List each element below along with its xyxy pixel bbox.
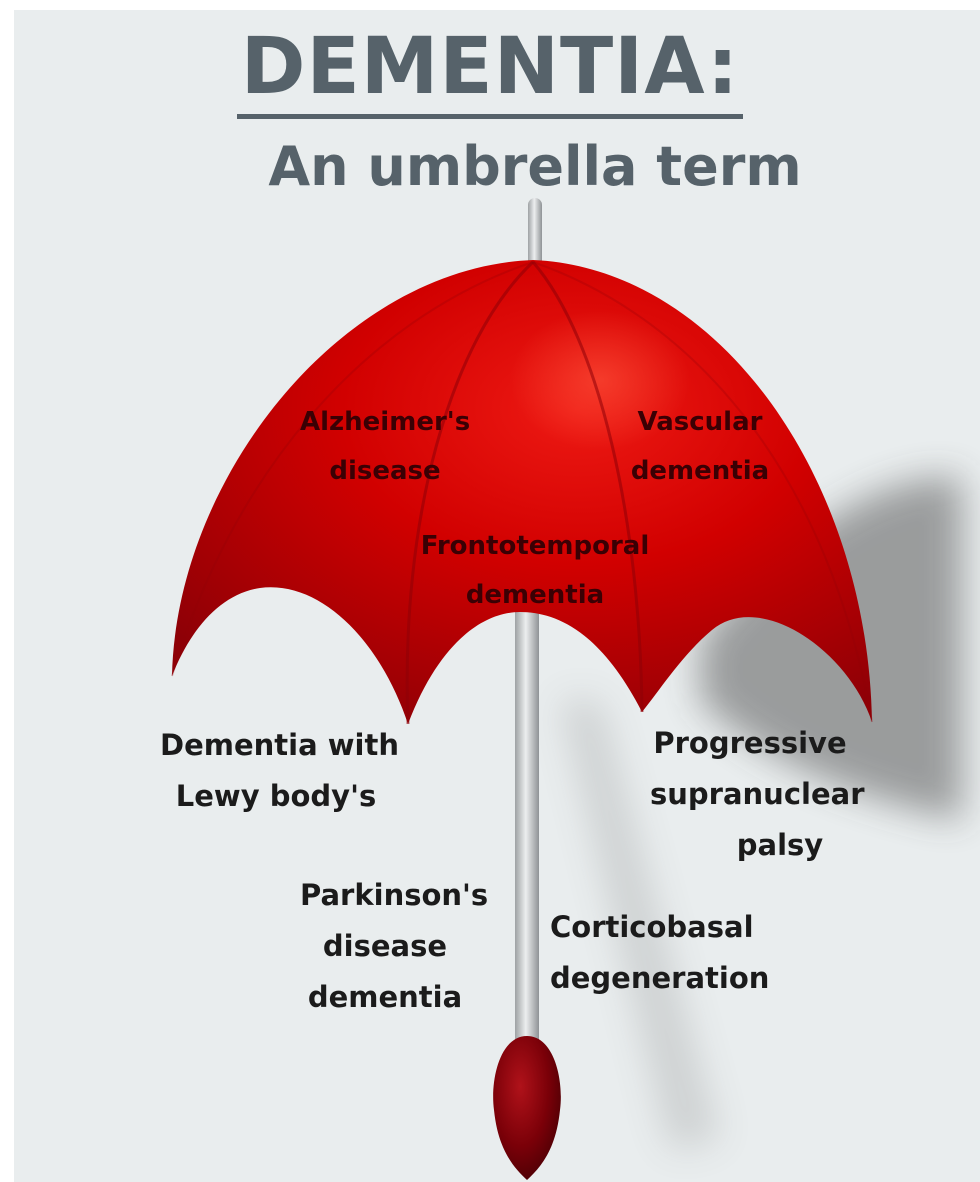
label-lewy-line2: Lewy body's — [175, 778, 377, 813]
label-alzheimers-line2: disease — [329, 456, 441, 487]
umbrella-handle — [493, 1036, 561, 1180]
label-vascular-line2: dementia — [630, 456, 770, 487]
shaft-shadow — [560, 700, 720, 1150]
umbrella-shaft — [515, 560, 539, 1050]
label-corticobasal-line2: degeneration — [550, 960, 770, 995]
label-parkinsons-line1: Parkinson's — [300, 878, 489, 912]
label-alzheimers: Alzheimer's disease — [300, 398, 470, 497]
label-lewy-body: Dementia with Lewy body's — [160, 720, 399, 822]
label-alzheimers-line1: Alzheimer's — [300, 407, 471, 437]
label-frontotemporal: Frontotemporal dementia — [420, 522, 650, 621]
label-corticobasal: Corticobasal degeneration — [550, 902, 770, 1004]
label-lewy-line1: Dementia with — [160, 728, 399, 762]
label-frontotemporal-line2: dementia — [465, 580, 605, 611]
canopy-highlight — [510, 310, 690, 450]
label-parkinsons: Parkinson's disease dementia — [300, 870, 489, 1022]
page-subtitle: An umbrella term — [268, 135, 802, 198]
title-text: DEMENTIA: — [236, 22, 744, 119]
label-frontotemporal-line1: Frontotemporal — [420, 531, 650, 561]
label-psp-line2: supranuclear — [650, 776, 865, 811]
canopy-rib-left — [405, 260, 535, 725]
label-parkinsons-line3: dementia — [307, 979, 463, 1014]
umbrella-canopy — [172, 260, 872, 724]
canopy-rib-right — [531, 261, 644, 713]
label-vascular: Vascular dementia — [620, 398, 780, 497]
label-psp-line3: palsy — [736, 827, 824, 862]
label-corticobasal-line1: Corticobasal — [550, 910, 754, 944]
canopy-rib-far-left — [171, 261, 534, 677]
page-title: DEMENTIA: — [0, 22, 980, 119]
top-spike — [528, 198, 542, 270]
label-vascular-line1: Vascular — [637, 407, 763, 437]
label-psp-line1: Progressive — [653, 726, 847, 760]
canopy-rib-far-right — [532, 261, 873, 723]
label-psp: Progressive supranuclear palsy — [650, 718, 865, 870]
label-parkinsons-line2: disease — [322, 928, 448, 963]
